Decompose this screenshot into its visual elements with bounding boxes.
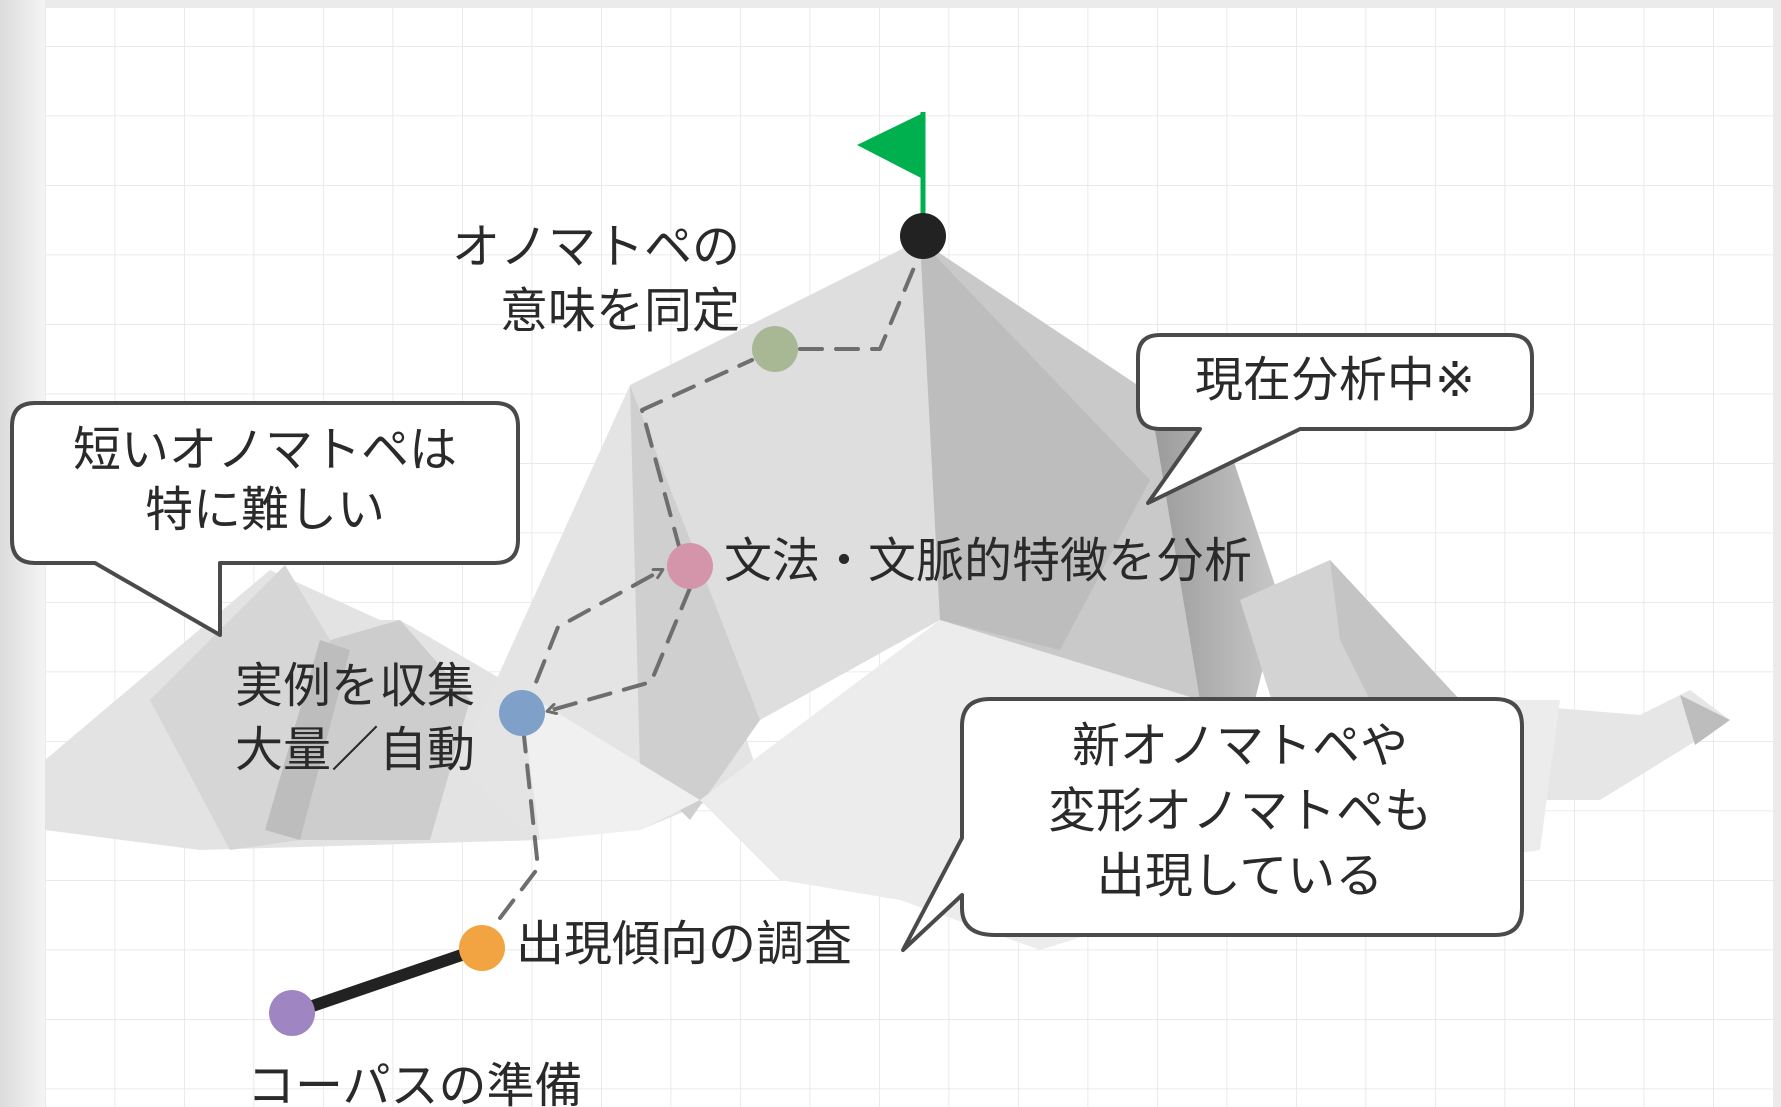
- callout-short-onomatopoeia: 短いオノマトペは 特に難しい: [10, 401, 520, 637]
- stage-label-grammar: 文法・文脈的特徴を分析: [724, 533, 1252, 589]
- stage-label-corpus: コーパスの準備: [247, 1058, 583, 1107]
- route-collect-to-grammar: [521, 570, 662, 717]
- route-corpus-to-survey: [286, 942, 488, 1019]
- node-meaning: [752, 326, 798, 372]
- stage-nodes: [269, 213, 946, 1036]
- mountain-foreground-left: [520, 690, 700, 840]
- node-grammar: [667, 543, 713, 589]
- callout-in-progress: 現在分析中※: [1136, 333, 1534, 505]
- mountain-main-left: [630, 240, 940, 720]
- stage-labels: コーパスの準備 出現傾向の調査 実例を収集 大量／自動 文法・文脈的特徴を分析 …: [235, 219, 1252, 1107]
- flag-icon: [857, 112, 926, 228]
- callout-bubble-shape: [10, 401, 520, 637]
- route-meaning-to-summit: [798, 256, 920, 351]
- callout-text-line1: 新オノマトペや: [1072, 718, 1408, 774]
- stage-label-meaning-line2: 意味を同定: [500, 283, 740, 339]
- mountain-right-tip: [1680, 695, 1730, 745]
- callout-bubble-shape: [901, 697, 1524, 952]
- callout-text-line3: 出現している: [1097, 848, 1384, 904]
- node-summit: [900, 213, 946, 259]
- mountain-main-highlight: [920, 240, 1150, 650]
- stage-label-meaning-line1: オノマトペの: [452, 219, 740, 275]
- callout-text-line1: 短いオノマトペは: [73, 422, 457, 478]
- node-survey: [459, 925, 505, 971]
- stage-label-survey: 出現傾向の調査: [516, 916, 852, 972]
- route-grammar-to-meaning: [640, 358, 754, 552]
- callout-bubble-shape: [1136, 333, 1534, 505]
- stage-label-collect-line2: 大量／自動: [235, 722, 475, 778]
- callout-text-line1: 現在分析中※: [1195, 352, 1475, 408]
- mountain-mid-shadow: [630, 385, 760, 820]
- stage-label-collect-line1: 実例を収集: [235, 658, 475, 714]
- callout-text-line2: 特に難しい: [145, 482, 385, 538]
- node-corpus: [269, 990, 315, 1036]
- route-survey-to-collect: [498, 715, 540, 920]
- mountain-right-face: [1330, 560, 1460, 720]
- route-paths: [286, 256, 920, 1019]
- mountain-left-slope: [265, 640, 350, 840]
- callout-text-line2: 変形オノマトペも: [1048, 783, 1432, 839]
- node-collect: [499, 690, 545, 736]
- callout-new-forms: 新オノマトペや 変形オノマトペも 出現している: [901, 697, 1524, 952]
